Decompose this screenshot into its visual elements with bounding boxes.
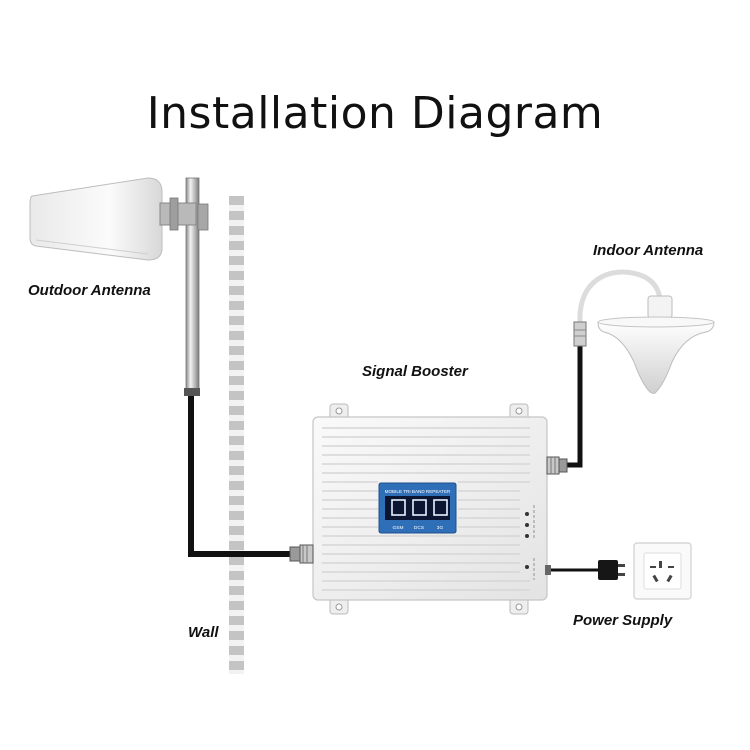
booster-output-connector [546,456,568,475]
wall [229,196,244,674]
indoor-antenna [573,295,715,394]
band-label-3g: 3G [437,525,444,531]
cable-indoor-antenna-lead [577,269,663,323]
lcd-header-text: MOBILE TRI BAND REPEATER [385,489,451,494]
label-outdoor-antenna: Outdoor Antenna [28,282,151,299]
wall-socket [633,542,692,600]
label-signal-booster: Signal Booster [362,363,468,380]
label-indoor-antenna: Indoor Antenna [593,242,704,259]
label-wall: Wall [188,624,219,641]
cable-outdoor-to-booster [188,392,292,557]
indicator-leds [525,505,535,580]
power-adapter [598,560,625,580]
signal-booster: MOBILE TRI BAND REPEATER GSM DCS 3G [289,403,568,615]
diagram-title: Installation Diagram [146,88,604,139]
cable-booster-to-indoor [566,345,583,468]
booster-input-connector [289,544,314,564]
band-label-gsm: GSM [393,525,404,531]
outdoor-antenna [29,177,209,261]
band-label-dcs: DCS [414,525,424,531]
antenna-mast [184,177,200,396]
label-power-supply: Power Supply [573,612,673,629]
